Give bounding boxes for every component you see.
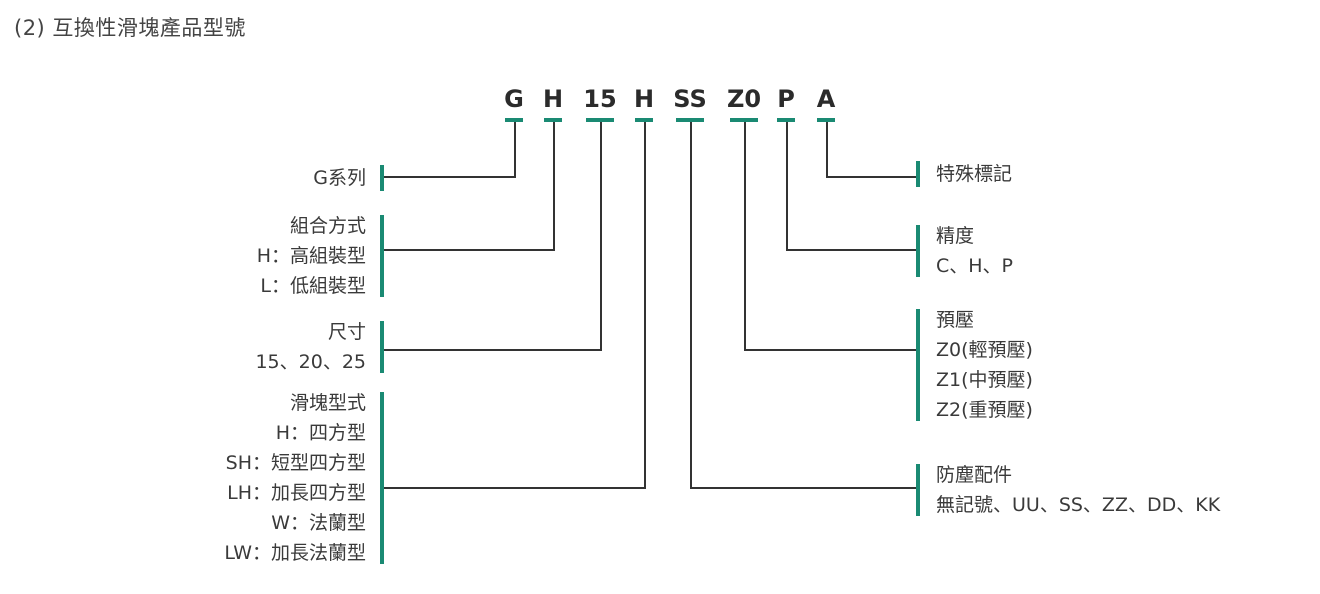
connector-line xyxy=(744,349,916,351)
connector-line xyxy=(786,122,788,250)
connector-line xyxy=(600,122,602,350)
label-group-block-type: 滑塊型式 H：四方型 SH：短型四方型 LH：加長四方型 W：法蘭型 LW：加長法蘭型 xyxy=(224,388,366,568)
group-bracket xyxy=(380,321,384,373)
code-underline xyxy=(544,118,562,122)
group-heading: 組合方式 xyxy=(289,215,366,237)
connector-line xyxy=(384,176,516,178)
code-underline xyxy=(586,118,614,122)
connector-line xyxy=(690,487,916,489)
group-option: 15、20、25 xyxy=(255,351,366,373)
group-bracket xyxy=(916,309,920,421)
connector-line xyxy=(826,176,916,178)
label-group-assembly: 組合方式 H：高組裝型 L：低組裝型 xyxy=(257,211,366,301)
group-heading: G系列 xyxy=(313,167,366,189)
group-option: W：法蘭型 xyxy=(271,512,366,534)
connector-line xyxy=(690,122,692,488)
code-segment: 15 xyxy=(583,85,617,113)
group-heading: 防塵配件 xyxy=(936,464,1013,486)
group-bracket xyxy=(380,215,384,297)
label-group-special-mark: 特殊標記 xyxy=(936,159,1012,189)
group-bracket xyxy=(380,165,384,191)
group-bracket xyxy=(916,225,920,277)
group-option: 無記號、UU、SS、ZZ、DD、KK xyxy=(936,494,1221,516)
code-underline xyxy=(635,118,653,122)
code-segment: G xyxy=(504,85,524,113)
group-heading: 精度 xyxy=(936,225,975,247)
code-underline xyxy=(777,118,795,122)
connector-line xyxy=(384,249,555,251)
group-option: Z1(中預壓) xyxy=(936,369,1033,391)
group-heading: 特殊標記 xyxy=(936,163,1013,185)
code-segment: H xyxy=(542,85,564,113)
code-segment: A xyxy=(816,85,836,113)
code-underline xyxy=(730,118,758,122)
connector-line xyxy=(644,122,646,488)
group-option: L：低組裝型 xyxy=(260,275,366,297)
group-heading: 滑塊型式 xyxy=(289,392,366,414)
group-option: Z2(重預壓) xyxy=(936,399,1033,421)
label-group-preload: 預壓 Z0(輕預壓) Z1(中預壓) Z2(重預壓) xyxy=(936,305,1033,425)
code-segment: P xyxy=(777,85,795,113)
code-underline xyxy=(505,118,523,122)
connector-line xyxy=(384,487,646,489)
code-segment: H xyxy=(633,85,655,113)
group-option: C、H、P xyxy=(936,255,1014,277)
group-option: H：高組裝型 xyxy=(256,245,366,267)
page-title: (2) 互換性滑塊產品型號 xyxy=(14,16,246,40)
group-heading: 預壓 xyxy=(936,309,975,331)
group-option: Z0(輕預壓) xyxy=(936,339,1033,361)
connector-line xyxy=(826,122,828,177)
group-option: SH：短型四方型 xyxy=(225,452,366,474)
label-group-dust-protection: 防塵配件無記號、UU、SS、ZZ、DD、KK xyxy=(936,460,1220,520)
connector-line xyxy=(384,349,602,351)
group-option: LW：加長法蘭型 xyxy=(224,542,366,564)
connector-line xyxy=(553,122,555,250)
group-option: H：四方型 xyxy=(275,422,366,444)
connector-line xyxy=(514,122,516,177)
code-underline xyxy=(676,118,704,122)
group-bracket xyxy=(916,464,920,516)
connector-line xyxy=(744,122,746,350)
code-segment: SS xyxy=(673,85,707,113)
group-heading: 尺寸 xyxy=(327,321,366,343)
group-bracket xyxy=(916,161,920,187)
group-bracket xyxy=(380,392,384,564)
code-segment: Z0 xyxy=(726,85,762,113)
label-group-series: G系列 xyxy=(313,163,366,193)
connector-line xyxy=(786,249,916,251)
label-group-size: 尺寸 15、20、25 xyxy=(255,317,366,377)
code-underline xyxy=(817,118,835,122)
label-group-precision: 精度 C、H、P xyxy=(936,221,1013,281)
group-option: LH：加長四方型 xyxy=(227,482,366,504)
